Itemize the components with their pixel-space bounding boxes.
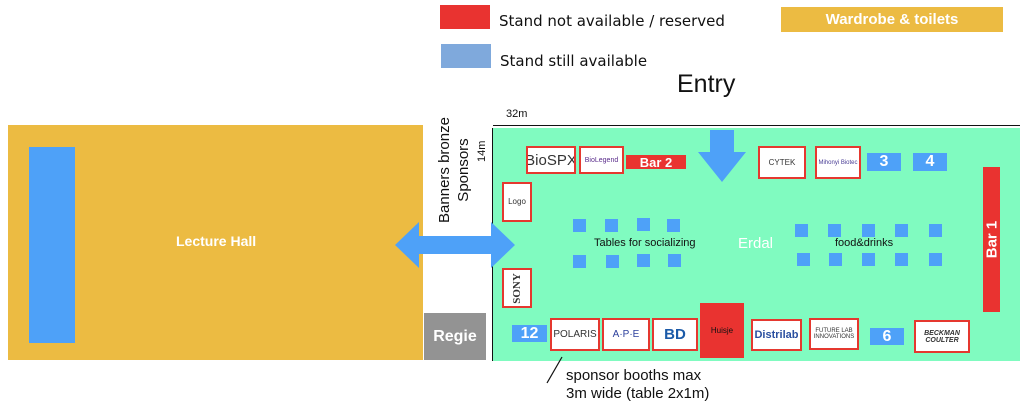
bar-1-label: Bar 1 [983, 220, 1000, 259]
food-table [929, 253, 942, 266]
food-table [828, 224, 841, 237]
entry-arrow-down-icon [698, 130, 746, 182]
social-table [667, 219, 680, 232]
sponsor-name: A·P·E [612, 328, 640, 340]
sponsor-name: SONY [510, 272, 523, 304]
sponsor-logo-bd: BD [652, 318, 698, 351]
sponsor-name: Mihonyi Biotec [818, 159, 858, 166]
regie-room: Regie [424, 313, 486, 360]
food-table [795, 224, 808, 237]
sponsor-name: BD [664, 326, 686, 343]
banners-label-line1: Banners bronze [436, 117, 453, 223]
social-table [573, 219, 586, 232]
double-arrow-icon [395, 222, 515, 268]
lecture-hall-label: Lecture Hall [176, 233, 257, 249]
width-dimension-line [493, 125, 1020, 126]
width-dimension-label: 32m [506, 108, 528, 120]
legend-label-available: Stand still available [500, 52, 648, 70]
social-table [637, 218, 650, 231]
food-table [929, 224, 942, 237]
sponsor-logo-sony: SONY [502, 268, 532, 308]
food-table [895, 224, 908, 237]
sponsor-logo-biolegend: BioLegend [579, 146, 624, 174]
sponsor-logo-miltenyi: Mihonyi Biotec [815, 146, 861, 179]
booth-note: sponsor booths max 3m wide (table 2x1m) [566, 367, 709, 403]
booth-note-line2: 3m wide (table 2x1m) [566, 385, 710, 402]
sponsor-logo-distrilab: Distrilab [751, 319, 802, 351]
banners-label: Banners bronze Sponsors [435, 117, 473, 223]
lecture-hall: Lecture Hall [8, 125, 423, 360]
food-table [862, 253, 875, 266]
sponsor-logo-beckman-coulter: BECKMAN COULTER [914, 320, 970, 353]
sponsor-logo-future-lab: FUTURE LAB INNOVATIONS [809, 318, 859, 350]
sponsor-name: BECKMAN COULTER [924, 329, 960, 344]
sponsor-logo-polaris: POLARIS [550, 318, 600, 351]
sponsor-name: FUTURE LAB INNOVATIONS [813, 328, 855, 340]
wardrobe-toilets-area: Wardrobe & toilets [781, 7, 1003, 32]
sponsor-name: POLARIS [553, 328, 597, 340]
sponsor-logo-left: Logo [502, 182, 532, 222]
food-drinks-label: food&drinks [835, 237, 894, 249]
lecture-hall-stage [29, 147, 75, 343]
sponsor-logo-ape: A·P·E [602, 318, 650, 351]
free-stand-12: 12 [512, 325, 547, 342]
sponsor-name: BioSPX [526, 151, 576, 169]
free-stand-6: 6 [870, 328, 904, 345]
legend-swatch-available [441, 44, 491, 68]
free-stand-4: 4 [913, 153, 947, 171]
erdal-label: Erdal [738, 235, 774, 252]
huisje: Huisje [700, 303, 744, 358]
banners-label-line2: Sponsors [455, 138, 472, 202]
legend-label-reserved: Stand not available / reserved [499, 12, 725, 30]
food-table [862, 224, 875, 237]
sponsor-logo-cytek: CYTEK [758, 146, 806, 179]
banners-sponsors-area: Banners bronze Sponsors [420, 100, 488, 240]
sponsor-name: Logo [508, 197, 526, 206]
legend-swatch-reserved [440, 5, 490, 29]
note-pointer-line [546, 356, 563, 384]
height-dimension-label: 14m [476, 140, 488, 162]
entry-label: Entry [677, 70, 736, 98]
tables-label: Tables for socializing [594, 237, 696, 249]
sponsor-name: Distrilab [754, 328, 799, 341]
food-table [895, 253, 908, 266]
social-table [573, 255, 586, 268]
booth-note-line1: sponsor booths max [566, 367, 702, 384]
bar-1: Bar 1 [983, 167, 1000, 312]
free-stand-3: 3 [867, 153, 901, 171]
sponsor-name: CYTEK [768, 157, 796, 167]
social-table [637, 254, 650, 267]
bar-2: Bar 2 [626, 155, 686, 170]
social-table [668, 254, 681, 267]
sponsor-logo-biospx: BioSPX [526, 146, 576, 174]
food-table [829, 253, 842, 266]
food-table [797, 253, 810, 266]
sponsor-name: BioLegend [584, 156, 619, 164]
social-table [605, 219, 618, 232]
social-table [606, 255, 619, 268]
